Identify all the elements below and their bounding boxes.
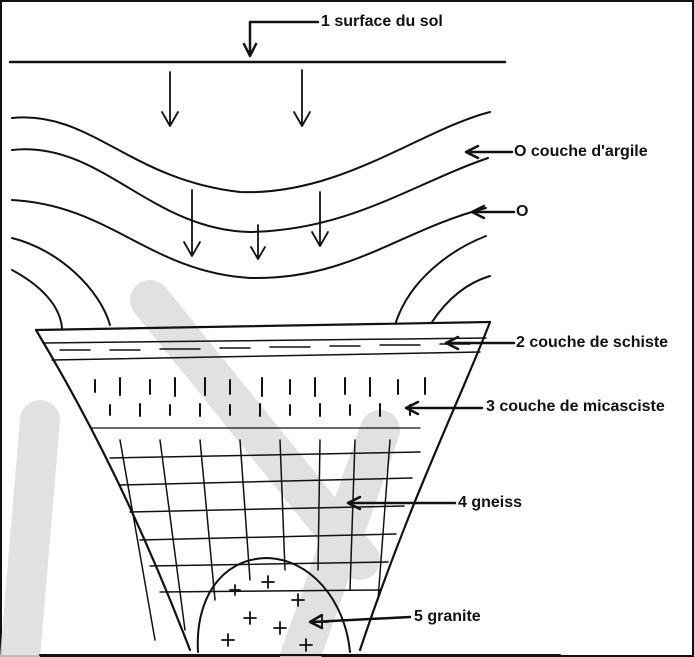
schist-layer [44,338,486,360]
leader-surface [244,22,318,56]
fold-layers [12,112,490,328]
funnel-outline [36,322,490,650]
label-o: O [516,203,528,221]
watermark [20,300,380,657]
leader-argile [466,146,512,158]
leader-o [472,206,514,218]
label-surface-du-sol: 1 surface du sol [321,13,443,31]
label-couche-argile: O couche d'argile [514,143,648,161]
infiltration-arrows [162,70,328,259]
label-granite: 5 granite [414,608,481,626]
label-gneiss: 4 gneiss [458,494,522,512]
label-couche-micasciste: 3 couche de micasciste [486,398,665,416]
label-couche-schiste: 2 couche de schiste [516,334,668,352]
leader-micaschiste [406,402,482,414]
